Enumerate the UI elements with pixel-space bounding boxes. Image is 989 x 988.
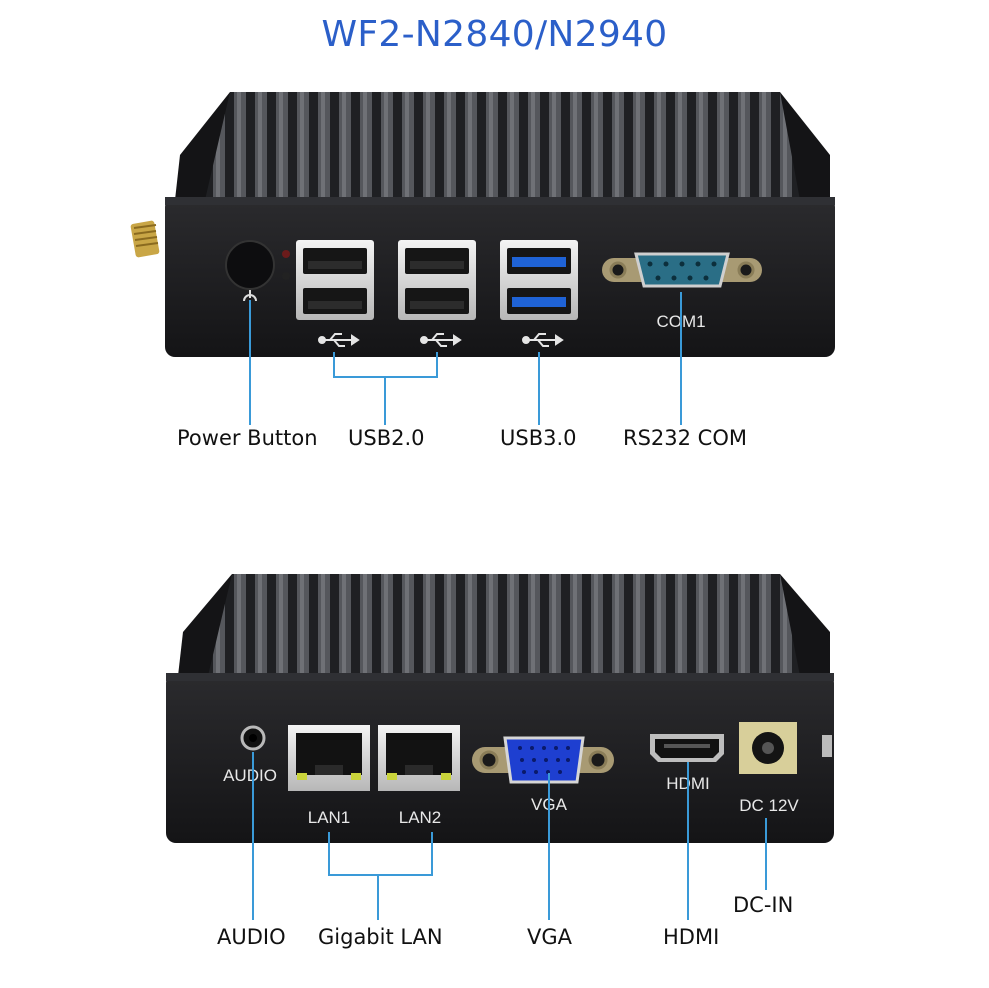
callout-dc-in: DC-IN	[733, 893, 794, 917]
callout-rs232-com: RS232 COM	[623, 426, 747, 450]
power-icon	[243, 290, 257, 302]
usb3-port-pair[interactable]	[500, 240, 578, 320]
front-device: COM1	[130, 92, 835, 425]
callout-lines	[249, 292, 682, 425]
callout-vga: VGA	[527, 925, 573, 949]
usb-icon	[318, 333, 360, 347]
callout-lines	[252, 752, 767, 920]
vga-port[interactable]	[472, 736, 614, 784]
callout-usb2: USB2.0	[348, 426, 425, 450]
callout-gigabit-lan: Gigabit LAN	[318, 925, 443, 949]
callout-audio: AUDIO	[217, 925, 286, 949]
usb2-port-pair[interactable]	[398, 240, 476, 320]
rear-device: AUDIO LAN1 LAN2	[166, 574, 834, 920]
power-button[interactable]	[225, 240, 275, 290]
usb-icon	[522, 333, 564, 347]
lan2-port[interactable]	[378, 725, 460, 791]
audio-jack[interactable]	[240, 725, 266, 751]
callout-power-button: Power Button	[177, 426, 318, 450]
dc-printed-label: DC 12V	[739, 796, 799, 815]
com-port[interactable]	[602, 252, 762, 288]
usb-icon	[420, 333, 462, 347]
antenna-icon	[130, 220, 160, 258]
led-indicator	[282, 250, 290, 258]
audio-printed-label: AUDIO	[223, 766, 277, 785]
heatsink-fins	[175, 92, 830, 200]
callout-usb3: USB3.0	[500, 426, 577, 450]
lan1-port[interactable]	[288, 725, 370, 791]
hdmi-port[interactable]	[650, 734, 724, 762]
callout-hdmi: HDMI	[663, 925, 720, 949]
dc-jack[interactable]	[739, 722, 797, 774]
led-indicator	[282, 272, 290, 280]
heatsink-fins	[178, 574, 830, 676]
page-title: WF2-N2840/N2940	[321, 14, 668, 55]
usb2-port-pair[interactable]	[296, 240, 374, 320]
lan1-printed-label: LAN1	[308, 808, 351, 827]
lan2-printed-label: LAN2	[399, 808, 442, 827]
